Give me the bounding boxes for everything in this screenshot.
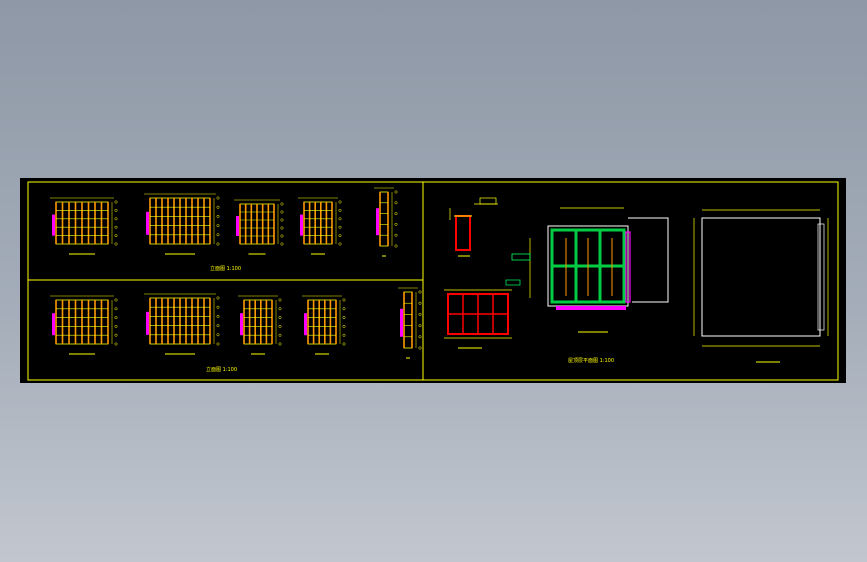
section-detail-grid [444,279,521,349]
floor-plan-hatched [511,207,669,333]
roof-plan-outline [693,209,829,363]
cad-drawing[interactable]: 立面图 1:100 立面图 1:100 [20,178,846,383]
elevation-2-5 [398,287,422,359]
elevation-2-4 [302,295,346,355]
elevation-2-3 [238,295,282,355]
elevation-2-2 [144,293,220,355]
elevation-1-3 [234,199,284,255]
plan-caption: 屋顶层平面图 1:100 [568,358,614,364]
row2-caption: 立面图 1:100 [206,366,237,373]
elevation-1-1 [50,197,118,255]
elevation-2-1 [50,295,118,355]
elevation-1-2 [144,193,220,255]
sheet-border [27,181,839,381]
cad-drawing-viewport[interactable]: 立面图 1:100 立面图 1:100 [20,178,846,383]
row1-caption: 立面图 1:100 [210,265,241,272]
elevation-row-1 [50,187,398,257]
elevation-1-5 [374,187,398,257]
elevation-row-2 [50,287,422,359]
elevation-1-4 [298,197,342,255]
section-detail-small [449,197,498,257]
